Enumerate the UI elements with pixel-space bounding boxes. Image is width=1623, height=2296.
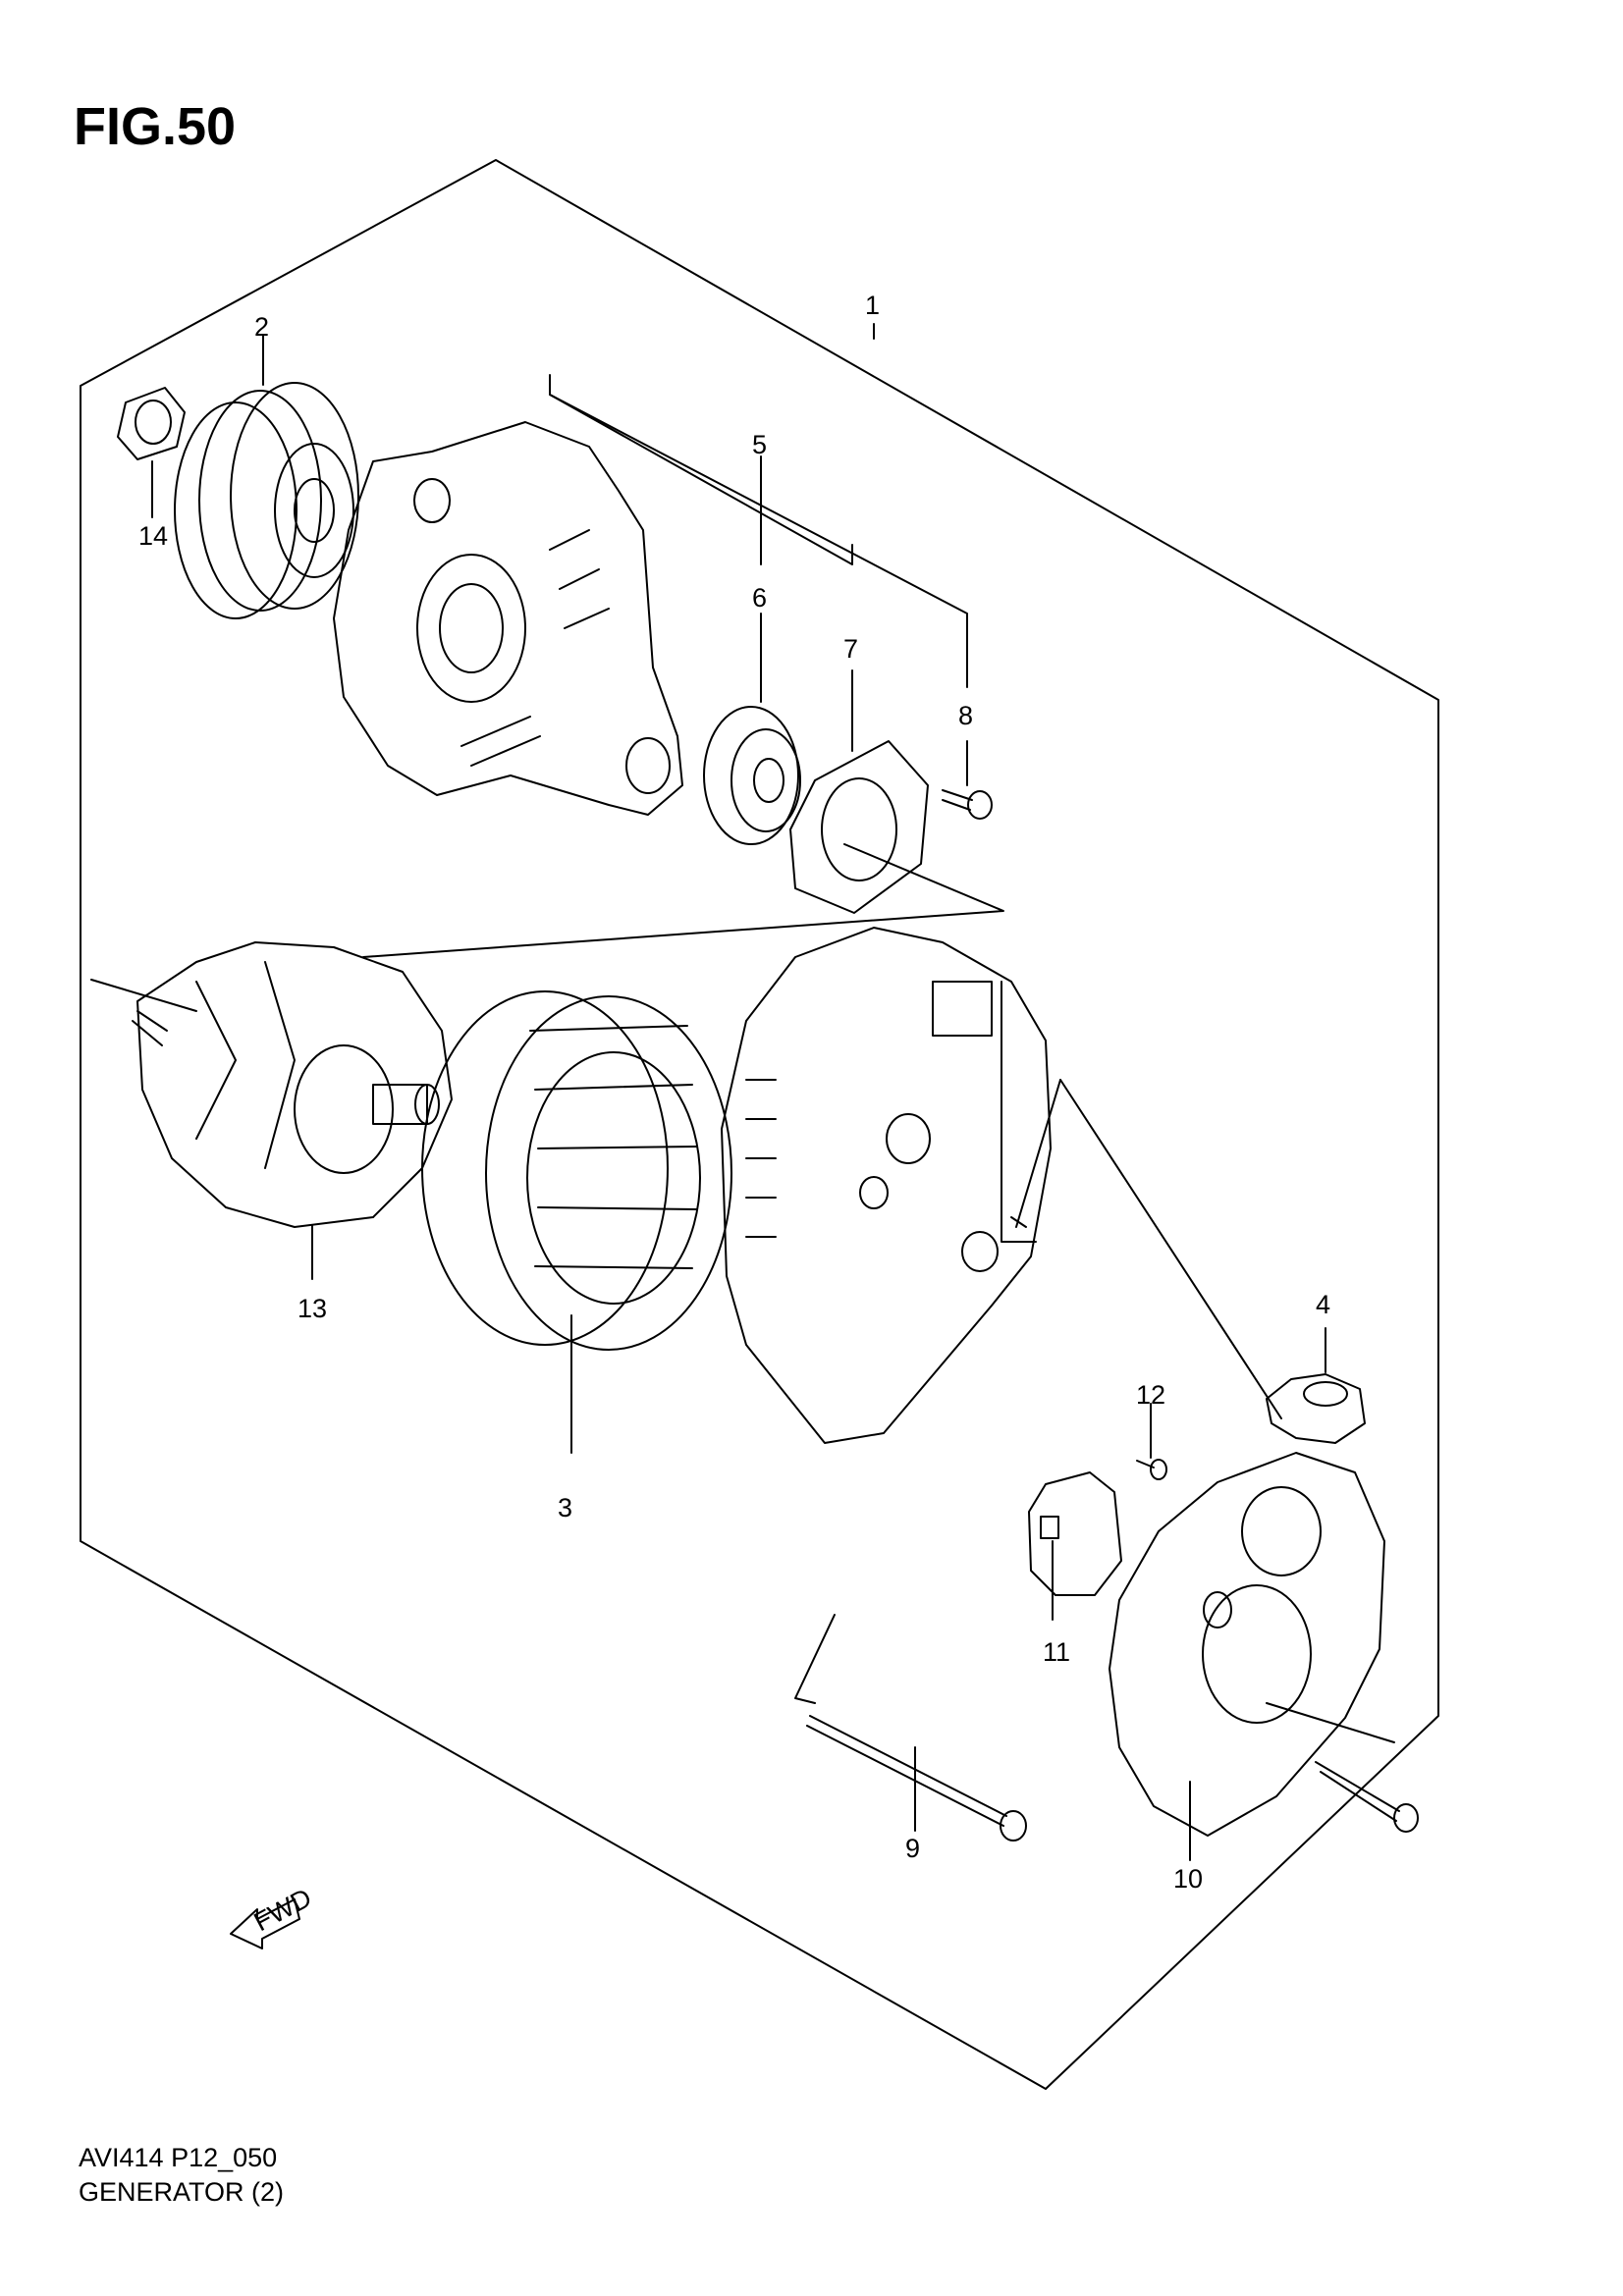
callout-2: 2 bbox=[254, 312, 269, 342]
stator-part-3 bbox=[421, 990, 732, 1351]
callout-14: 14 bbox=[138, 521, 168, 551]
rear-cover-part-10 bbox=[1109, 1452, 1385, 1837]
callout-9: 9 bbox=[905, 1834, 920, 1863]
screw-part-12 bbox=[1136, 1459, 1167, 1480]
rotor-part-13 bbox=[132, 941, 453, 1228]
callout-10: 10 bbox=[1173, 1864, 1203, 1894]
insulator-part-4 bbox=[1266, 1373, 1366, 1444]
figure-code: AVI414 P12_050 bbox=[79, 2143, 278, 2172]
screw-part-8 bbox=[942, 789, 993, 820]
callout-7: 7 bbox=[843, 634, 858, 664]
rear-housing bbox=[721, 927, 1052, 1444]
callout-11: 11 bbox=[1043, 1637, 1070, 1667]
callout-5: 5 bbox=[752, 430, 767, 459]
front-housing bbox=[333, 421, 683, 816]
nut-part-14 bbox=[117, 387, 186, 460]
retainer-plate-part-7 bbox=[789, 740, 929, 914]
callout-1: 1 bbox=[865, 291, 880, 320]
callout-6: 6 bbox=[752, 583, 767, 613]
callout-12: 12 bbox=[1136, 1380, 1165, 1410]
leader-lines bbox=[90, 323, 1395, 1861]
regulator-part-11 bbox=[1028, 1471, 1122, 1596]
callout-8: 8 bbox=[958, 701, 973, 730]
callout-labels: 1 2 3 4 5 6 7 8 9 10 11 12 13 14 bbox=[138, 291, 1330, 1894]
assembly-boundary bbox=[80, 159, 1439, 2090]
callout-13: 13 bbox=[298, 1294, 327, 1323]
figure-name: GENERATOR (2) bbox=[79, 2177, 285, 2207]
callout-4: 4 bbox=[1316, 1290, 1330, 1319]
through-bolt-part-9 bbox=[806, 1715, 1027, 1842]
callout-3: 3 bbox=[558, 1493, 572, 1522]
bolt-part-10 bbox=[1315, 1761, 1419, 1833]
figure-title: FIG.50 bbox=[74, 97, 237, 156]
pulley-part-2 bbox=[174, 382, 359, 619]
bearing-part-6 bbox=[703, 706, 801, 845]
fwd-arrow-icon bbox=[230, 1898, 300, 1949]
